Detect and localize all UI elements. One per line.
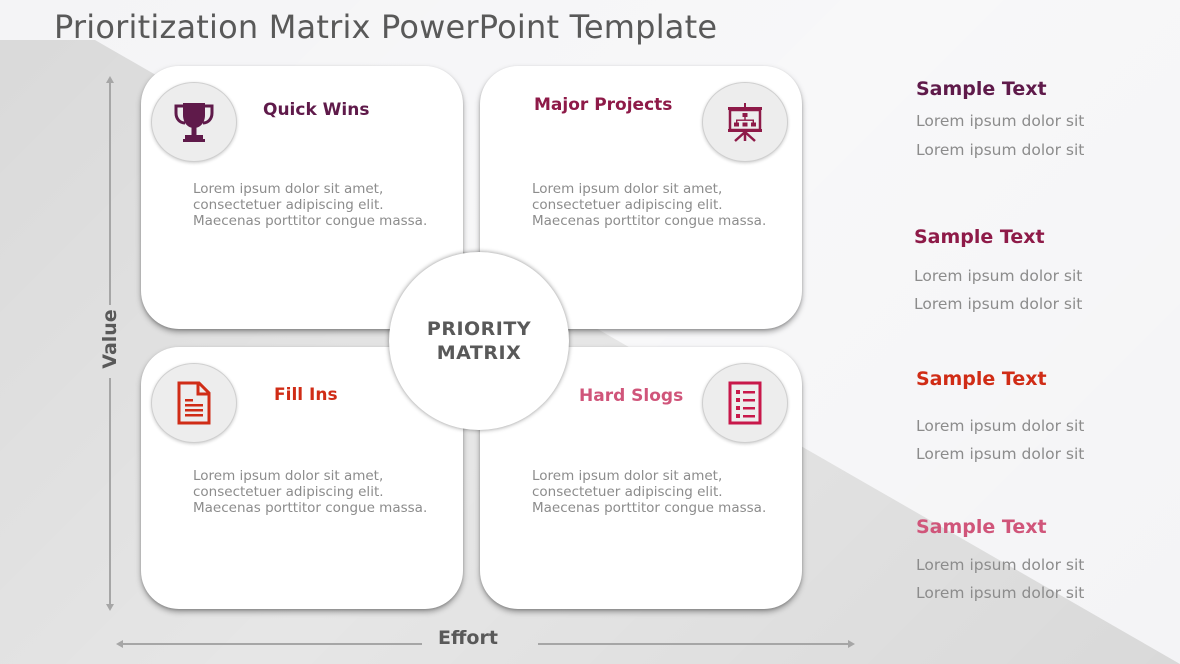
description-line: Maecenas porttitor congue massa. (532, 500, 767, 516)
description-line: consectetuer adipiscing elit. (532, 197, 723, 213)
axis-right-arrow-icon (848, 640, 855, 648)
center-label-line1: PRIORITY (426, 318, 532, 340)
legend-item: Sample Text Lorem ipsum dolor sit Lorem … (914, 226, 1082, 313)
legend-line: Lorem ipsum dolor sit (914, 267, 1083, 285)
description-line: Maecenas porttitor congue massa. (193, 213, 428, 229)
description-line: Maecenas porttitor congue massa. (532, 213, 767, 229)
description-line: Lorem ipsum dolor sit amet, (193, 468, 384, 484)
description-line: consectetuer adipiscing elit. (532, 484, 723, 500)
document-icon (151, 363, 237, 443)
center-label-line2: MATRIX (436, 342, 522, 364)
value-axis-line-top (109, 80, 111, 305)
quadrant-quick-wins: Quick Wins Lorem ipsum dolor sit amet, c… (141, 66, 463, 329)
presentation-board-icon (702, 82, 788, 162)
legend-title: Sample Text (916, 368, 1047, 390)
axis-down-arrow-icon (106, 604, 114, 611)
legend-line: Lorem ipsum dolor sit (916, 445, 1085, 463)
description-line: consectetuer adipiscing elit. (193, 197, 384, 213)
quadrant-title: Quick Wins (263, 100, 370, 120)
slide-title: Prioritization Matrix PowerPoint Templat… (54, 8, 718, 46)
legend-line: Lorem ipsum dolor sit (916, 584, 1085, 602)
effort-axis-label: Effort (438, 627, 498, 649)
legend-line: Lorem ipsum dolor sit (916, 141, 1085, 159)
value-axis-line-bottom (109, 378, 111, 606)
effort-axis-line-left (122, 643, 422, 645)
checklist-icon (702, 363, 788, 443)
quadrant-description: Lorem ipsum dolor sit amet, consectetuer… (193, 468, 443, 516)
legend-title: Sample Text (916, 516, 1047, 538)
value-axis-label: Value (99, 309, 121, 369)
legend-item: Sample Text Lorem ipsum dolor sit Lorem … (916, 78, 1084, 159)
description-line: Lorem ipsum dolor sit amet, (532, 181, 723, 197)
legend-line: Lorem ipsum dolor sit (916, 556, 1085, 574)
priority-matrix-center-badge: PRIORITY MATRIX (389, 252, 569, 430)
legend-line: Lorem ipsum dolor sit (916, 417, 1085, 435)
legend-title: Sample Text (916, 78, 1047, 100)
description-line: Lorem ipsum dolor sit amet, (532, 468, 723, 484)
legend-item: Sample Text Lorem ipsum dolor sit Lorem … (916, 368, 1084, 463)
description-line: consectetuer adipiscing elit. (193, 484, 384, 500)
quadrant-description: Lorem ipsum dolor sit amet, consectetuer… (193, 181, 443, 229)
quadrant-description: Lorem ipsum dolor sit amet, consectetuer… (532, 468, 782, 516)
quadrant-title: Fill Ins (274, 385, 338, 405)
legend-line: Lorem ipsum dolor sit (916, 112, 1085, 130)
effort-axis-line-right (538, 643, 850, 645)
quadrant-title: Hard Slogs (579, 386, 684, 406)
trophy-icon (151, 82, 237, 162)
legend-title: Sample Text (914, 226, 1045, 248)
legend-line: Lorem ipsum dolor sit (914, 295, 1083, 313)
description-line: Maecenas porttitor congue massa. (193, 500, 428, 516)
quadrant-title: Major Projects (534, 95, 673, 115)
quadrant-description: Lorem ipsum dolor sit amet, consectetuer… (532, 181, 782, 229)
axis-left-arrow-icon (116, 640, 123, 648)
axis-up-arrow-icon (106, 76, 114, 83)
description-line: Lorem ipsum dolor sit amet, (193, 181, 384, 197)
legend-item: Sample Text Lorem ipsum dolor sit Lorem … (916, 516, 1084, 602)
